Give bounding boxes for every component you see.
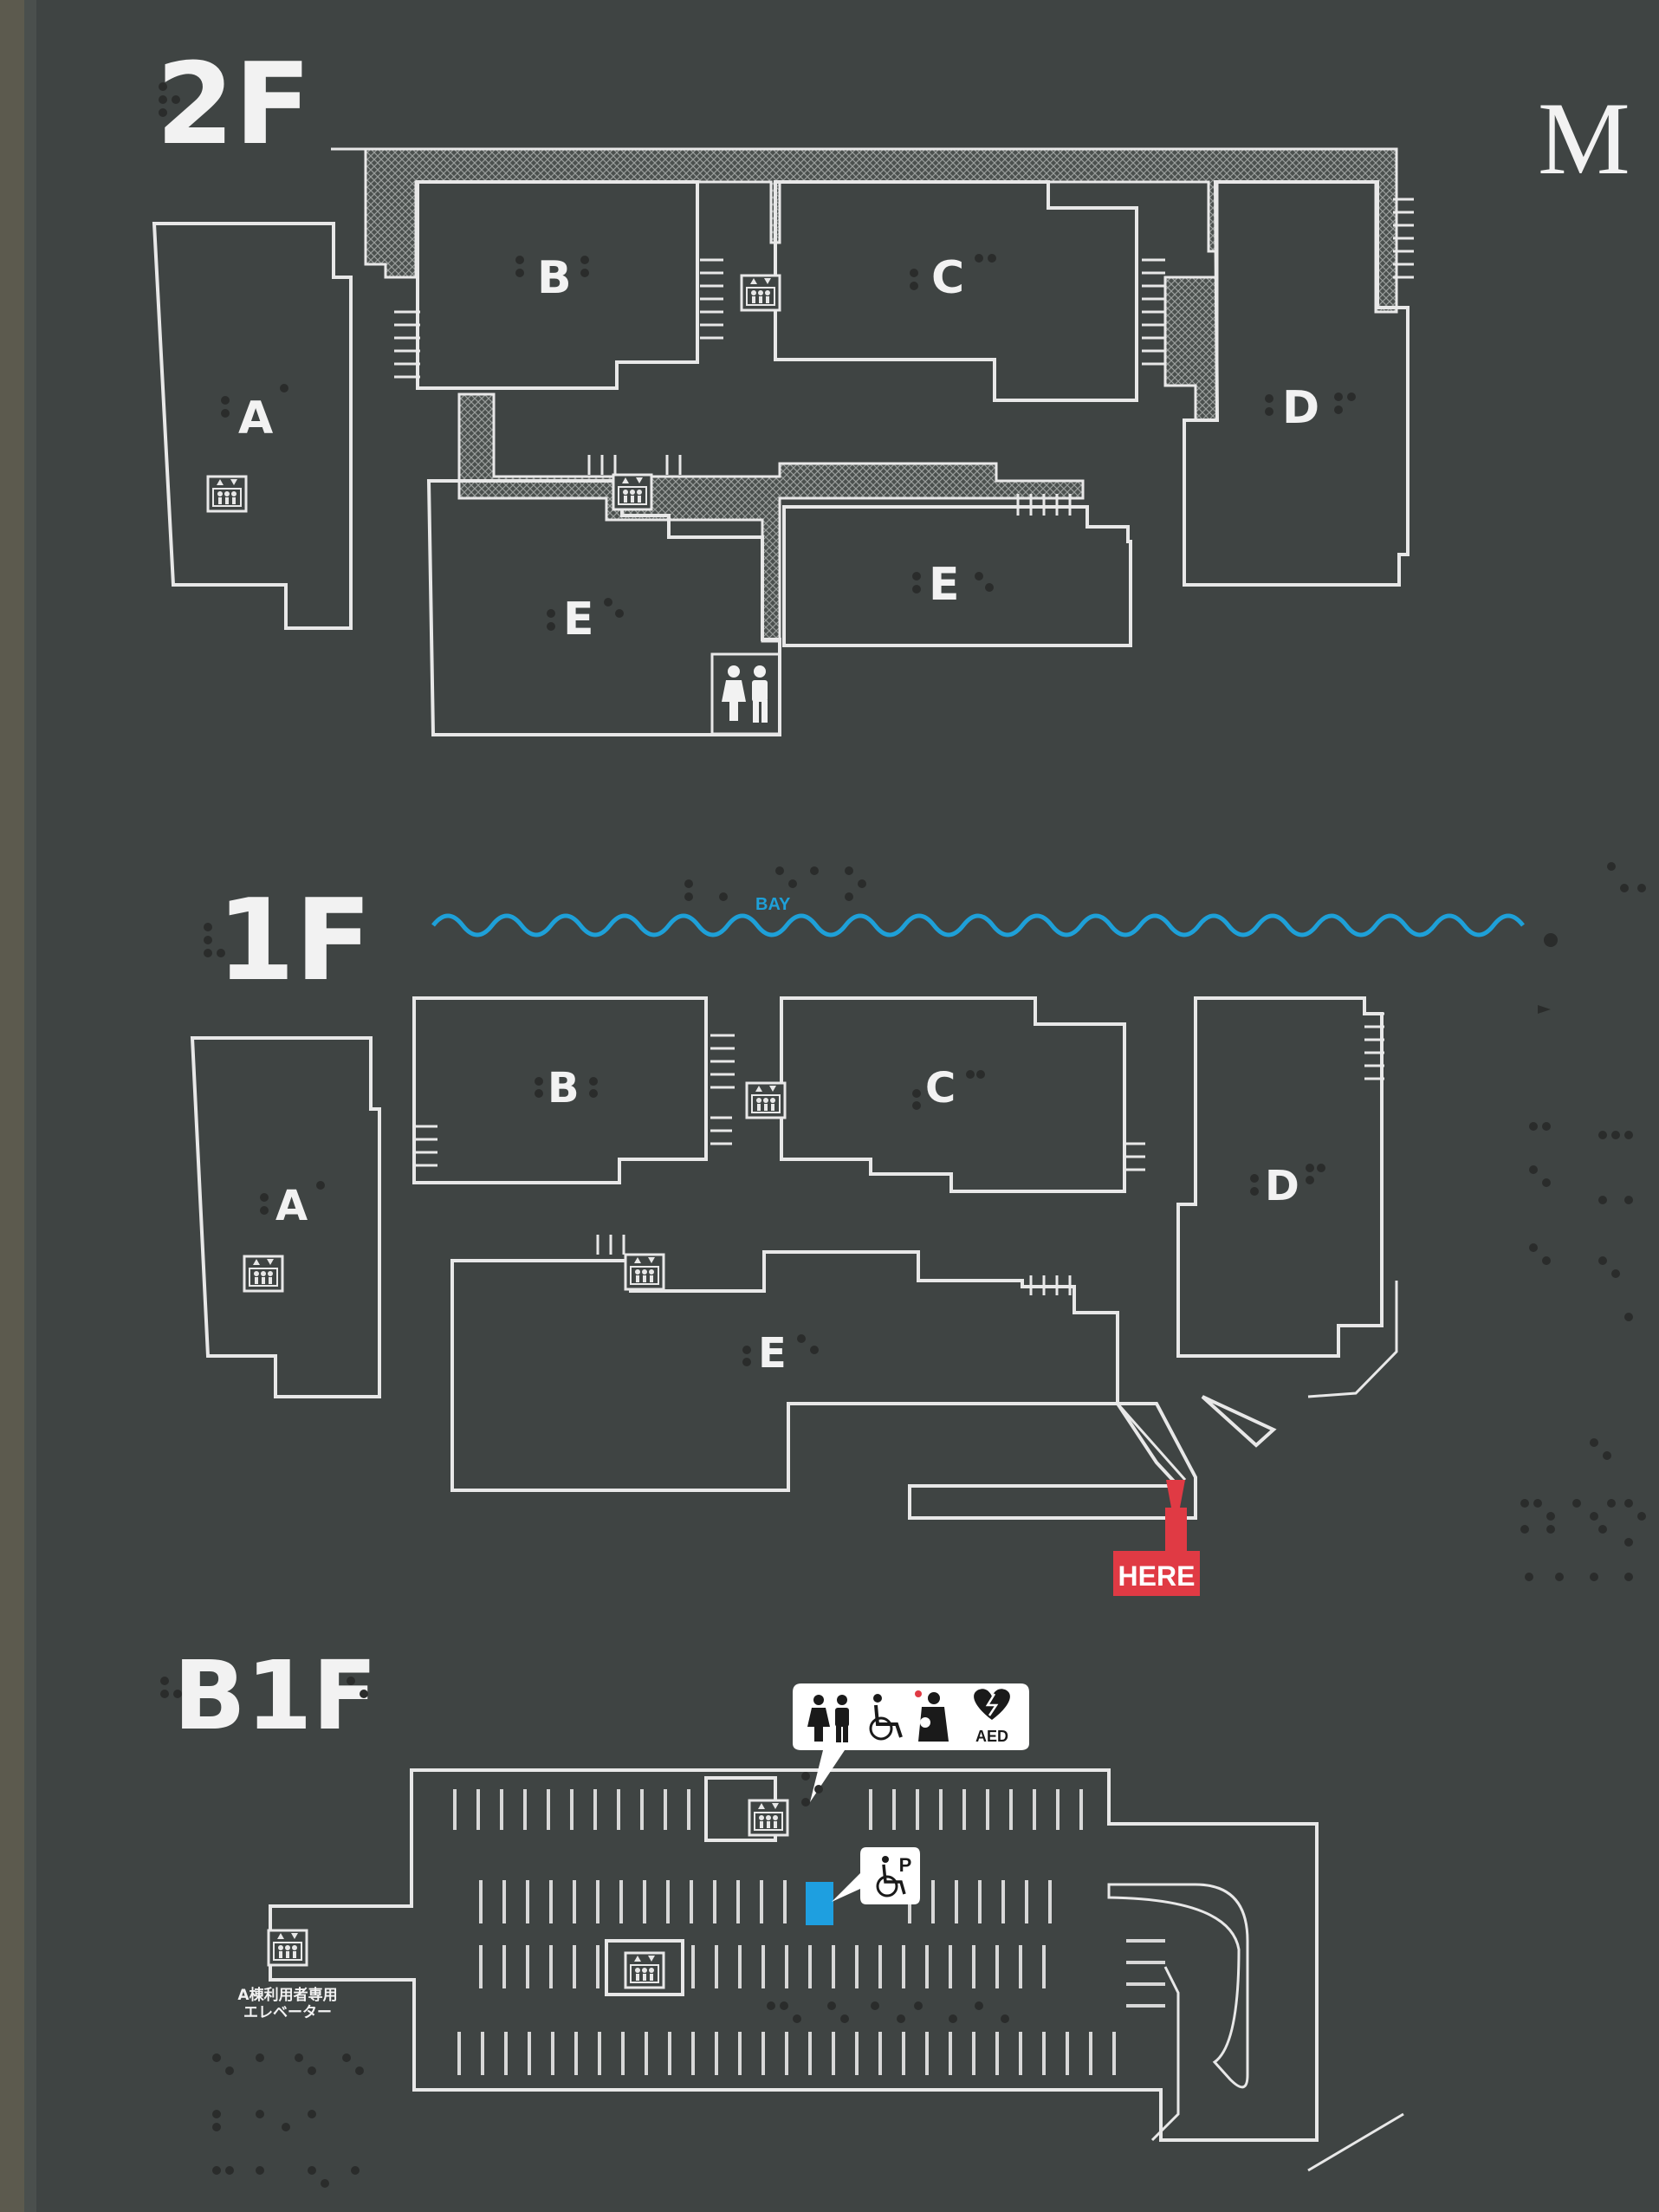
floor-label-b1f: B1F [173, 1640, 378, 1751]
building-c-1f [780, 996, 1126, 1193]
building-e-east-2f [782, 505, 1132, 647]
restroom-icon-b1f [807, 1695, 849, 1742]
building-label-d-1f: D [1265, 1162, 1299, 1210]
braille-dots [159, 82, 1646, 2188]
aed-icon [974, 1689, 1010, 1720]
landscape-wedge-1f [1201, 1395, 1277, 1448]
parking-stalls-b1f [453, 1789, 1165, 2075]
building-c-2f [774, 180, 1138, 402]
floor-label-2f: 2F [156, 38, 311, 170]
building-label-d-2f: D [1282, 382, 1319, 434]
aed-label: AED [975, 1728, 1008, 1745]
elevator-icon-center-b1f [624, 1951, 665, 1989]
building-d-2f [1183, 180, 1410, 587]
elevator-icon-e-2f [612, 473, 653, 511]
floor-label-1f: 1F [217, 874, 372, 1006]
elevator-icon-e-1f [624, 1253, 665, 1291]
here-marker-icon [1113, 1480, 1200, 1596]
elevator-icon-a-2f [206, 475, 248, 513]
stairs-2f [394, 198, 1414, 516]
building-b-1f [412, 996, 708, 1184]
building-label-c-1f: C [925, 1064, 956, 1112]
building-a-1f [190, 1036, 381, 1398]
building-label-a-2f: A [238, 392, 273, 444]
building-label-e-east-2f: E [929, 559, 960, 611]
wheelchair-icon-parking [876, 1856, 906, 1897]
elevator-note-line2: エレベーター [243, 2004, 332, 2021]
elevator-icon-core-b1f [748, 1799, 789, 1837]
entrance-walkway-1f [908, 1402, 1197, 1520]
wheelchair-icon-b1f [869, 1694, 903, 1741]
stairs-1f [416, 1012, 1384, 1295]
parking-ramp-b1f [1107, 1883, 1249, 2089]
accessible-parking-callout: P [832, 1847, 920, 1904]
facilities-callout: AED [793, 1683, 1029, 1802]
elevator-icon-bc-2f [740, 274, 781, 312]
parking-b1f [269, 1768, 1319, 2142]
elevator-icon-bc-1f [745, 1081, 787, 1119]
building-e-1f [450, 1250, 1119, 1492]
bay-label: BAY [755, 895, 791, 914]
corner-letter: M [1538, 81, 1630, 196]
baby-care-icon [915, 1690, 949, 1742]
building-label-e-west-2f: E [563, 594, 594, 645]
here-label: HERE [1118, 1560, 1196, 1592]
restroom-icon-2f [710, 652, 781, 736]
elevator-icon-a-b1f [267, 1929, 308, 1967]
bay-wave [431, 913, 1525, 937]
building-a-2f [152, 222, 353, 630]
building-b-2f [416, 180, 699, 390]
building-label-c-2f: C [931, 252, 964, 304]
board-panel [24, 0, 1659, 2212]
building-label-e-1f: E [758, 1329, 787, 1378]
accessible-parking-space [806, 1882, 833, 1925]
elevator-icon-a-1f [243, 1255, 284, 1293]
building-label-b-1f: B [548, 1064, 580, 1112]
building-label-a-1f: A [275, 1182, 308, 1230]
building-label-b-2f: B [537, 252, 572, 304]
elevator-note-line1: A棟利用者専用 [237, 1986, 337, 2004]
building-d-1f [1176, 996, 1384, 1358]
parking-sign-label: P [899, 1854, 912, 1876]
